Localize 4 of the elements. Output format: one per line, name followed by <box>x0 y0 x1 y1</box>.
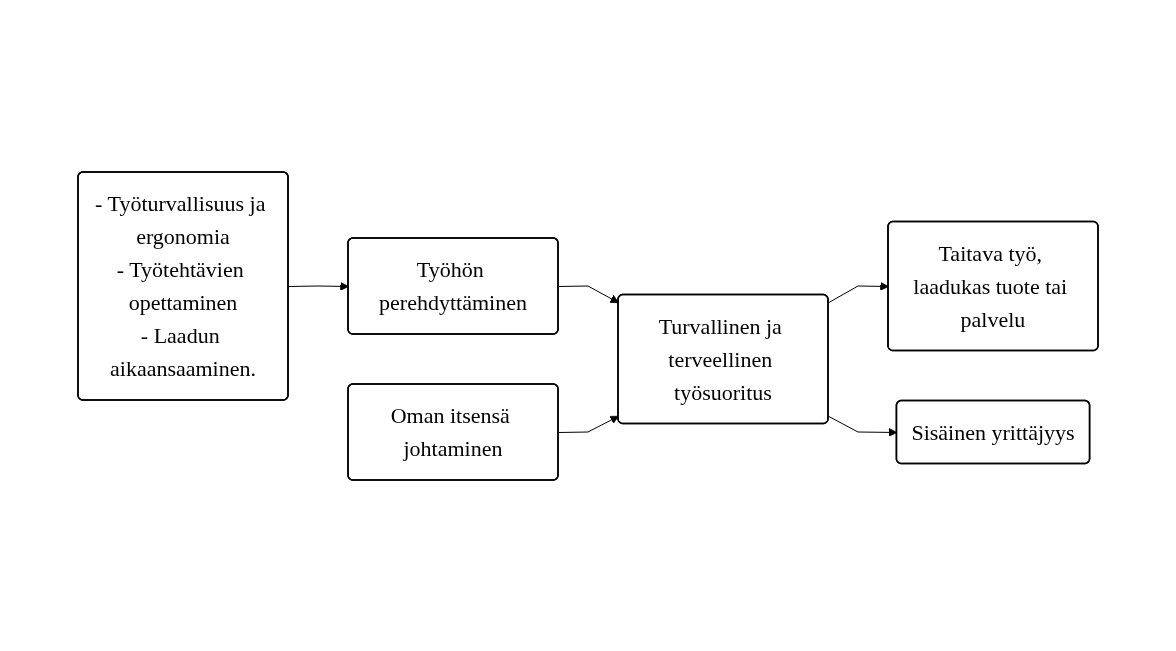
arrow <box>828 281 889 303</box>
arrow <box>288 281 349 291</box>
arrow <box>558 415 619 433</box>
arrow <box>558 285 619 303</box>
